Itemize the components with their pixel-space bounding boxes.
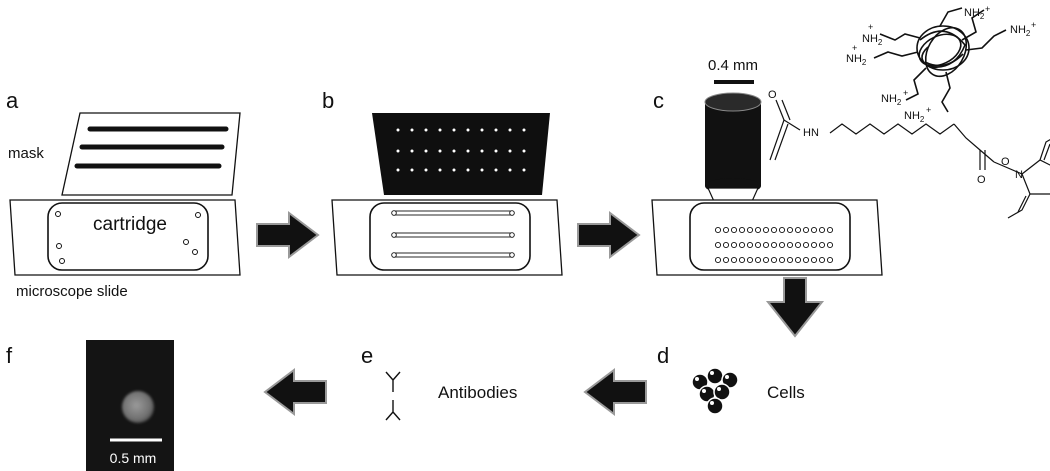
svg-text:NH2: NH2 (964, 7, 985, 21)
panel-label-a: a (6, 88, 19, 113)
cartridge (47, 202, 209, 271)
panel-d: d Cells (657, 343, 805, 415)
svg-text:+: + (926, 105, 931, 115)
cartridge-port (192, 249, 198, 255)
channel (391, 252, 515, 258)
channel (391, 210, 515, 216)
mask-dot-rows (396, 128, 526, 172)
spot-row (714, 256, 834, 264)
cells-label: Cells (767, 383, 805, 402)
scale-bar-label: 0.5 mm (110, 450, 157, 466)
spot-row (714, 226, 834, 234)
panel-c: c 0.4 mm (651, 57, 883, 276)
antibody-icon (385, 371, 401, 421)
panel-a: a mask cartridge microscope slide (6, 88, 241, 300)
ester-carbonyl-o-label: O (977, 174, 986, 186)
arrow-right-icon (577, 210, 641, 260)
cartridge-port (56, 243, 62, 249)
svg-text:+: + (985, 4, 990, 14)
svg-text:NH2: NH2 (862, 33, 883, 47)
cartridge-port (55, 211, 61, 217)
fluorescent-spot (122, 391, 154, 423)
svg-text:+: + (852, 43, 857, 53)
svg-text:NH2: NH2 (846, 53, 867, 67)
panel-label-e: e (361, 343, 373, 368)
fiber-top (704, 92, 762, 112)
cells-icon (691, 367, 739, 415)
mask-label: mask (8, 145, 44, 162)
amide-nh-label: HN (803, 127, 819, 139)
arrow-down-icon (765, 277, 825, 338)
panel-b: b (322, 88, 563, 276)
svg-text:NH2: NH2 (904, 110, 925, 124)
amine-labels: NH2 + NH2 + NH2 + NH2 + NH2 + NH2 + (846, 4, 1036, 124)
svg-text:+: + (868, 22, 873, 32)
mask-sheet (61, 112, 241, 196)
antibodies-label: Antibodies (438, 383, 517, 402)
polymer-tangle (873, 7, 1007, 113)
spot-row (714, 241, 834, 249)
arrow-right-icon (256, 210, 320, 260)
panel-label-b: b (322, 88, 334, 113)
arrow-left-icon (583, 367, 647, 417)
cartridge-port (59, 258, 65, 264)
cartridge-port (195, 212, 201, 218)
panel-e: e Antibodies (361, 343, 517, 421)
panel-label-f: f (6, 343, 13, 368)
black-mask (372, 113, 550, 195)
channel (391, 232, 515, 238)
imide-n-label: N (1015, 169, 1023, 181)
linker-chain (769, 99, 1050, 219)
ester-o-label: O (1001, 156, 1010, 168)
svg-text:+: + (1031, 20, 1036, 30)
cartridge-port (183, 239, 189, 245)
cartridge (689, 202, 851, 271)
svg-text:NH2: NH2 (881, 93, 902, 107)
svg-text:NH2: NH2 (1010, 24, 1031, 38)
panel-label-d: d (657, 343, 669, 368)
panel-label-c: c (653, 88, 664, 113)
carbonyl-o-label: O (768, 89, 777, 101)
cartridge-label: cartridge (93, 214, 167, 235)
scale-bar-label: 0.4 mm (708, 57, 758, 74)
svg-text:+: + (903, 88, 908, 98)
optical-fiber (705, 102, 761, 186)
arrow-left-icon (263, 367, 327, 417)
panel-f: f 0.5 mm (6, 340, 174, 471)
microscope-slide-label: microscope slide (16, 283, 128, 300)
chemical-structure: NH2 + NH2 + NH2 + NH2 + NH2 + NH2 + (768, 4, 1050, 219)
